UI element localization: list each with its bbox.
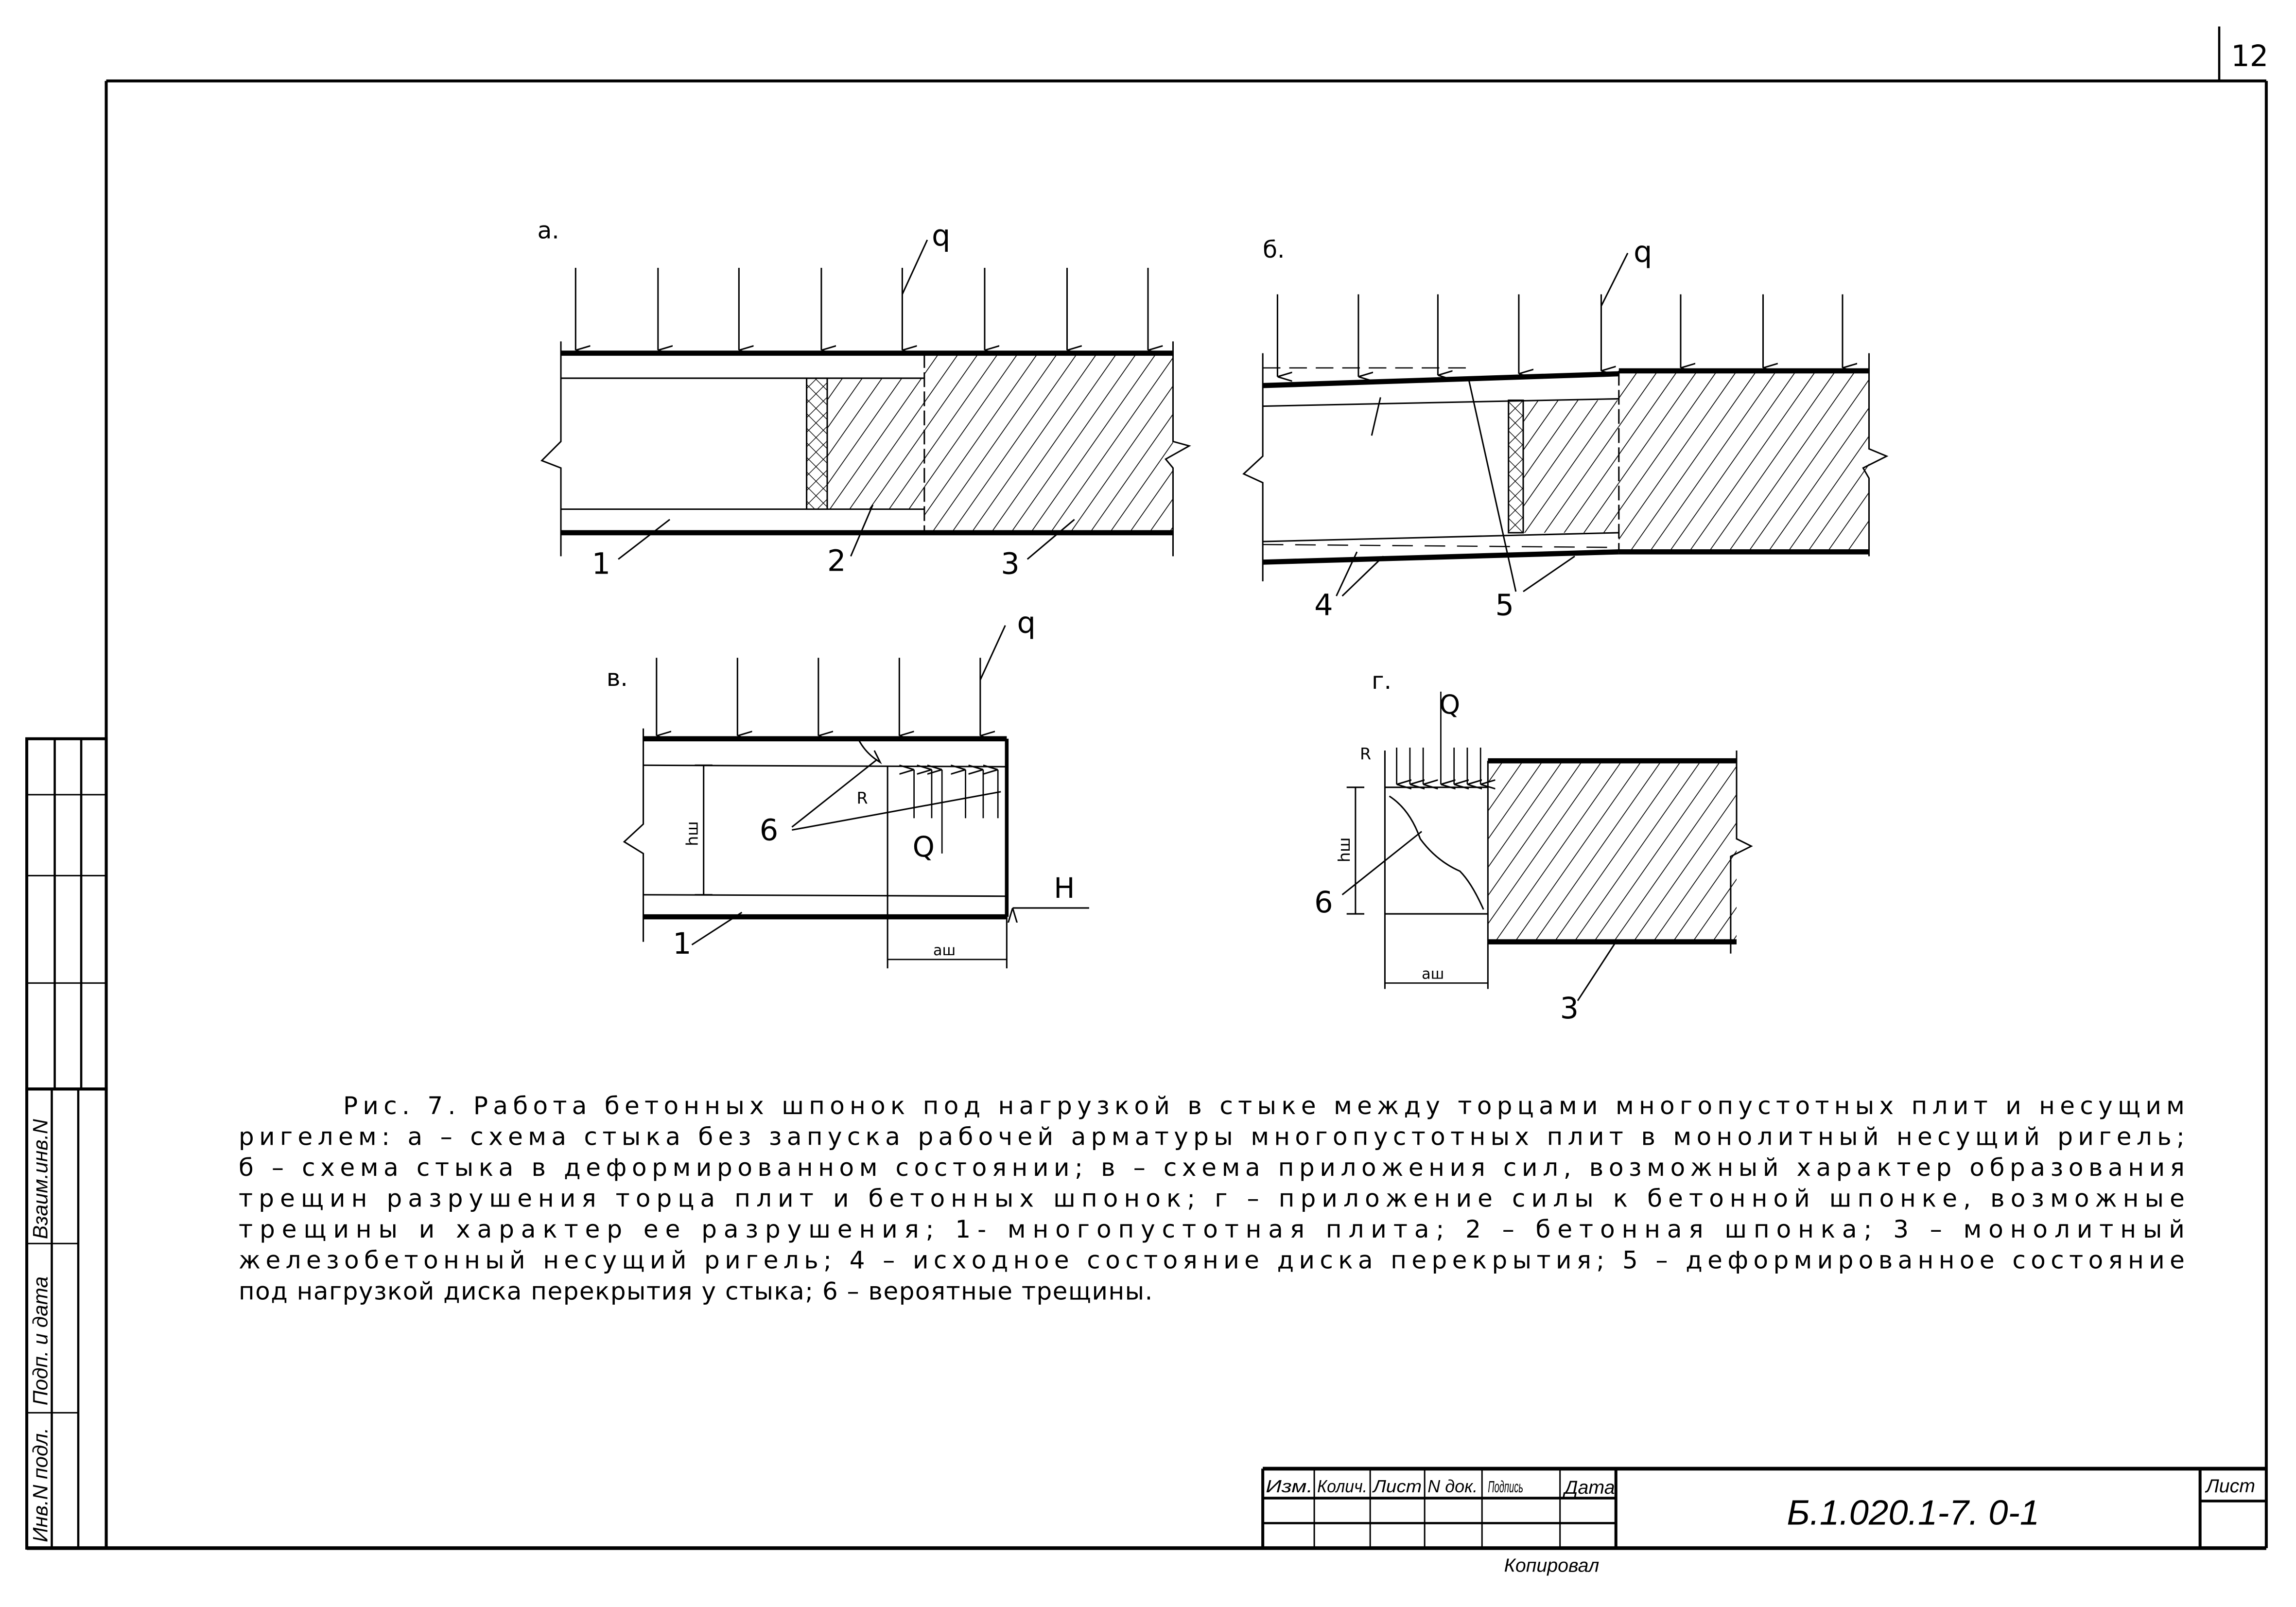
tb-header-izm: Изм. — [1266, 1476, 1313, 1496]
force-h: H — [1054, 872, 1075, 905]
side-stamp — [25, 737, 108, 1550]
caption-line: Рис. 7. Работа бетонных шпонок под нагру… — [343, 1092, 2185, 1120]
tb-header-data: Дата — [1563, 1477, 1615, 1498]
panel-v — [623, 625, 1089, 969]
callout-1a: 1 — [592, 547, 611, 581]
caption-line: трещины и характер ее разрушения; 1- мно… — [239, 1215, 2185, 1243]
stamp-inv-podl: Инв.N подл. — [29, 1428, 52, 1542]
dim-h-v: hш — [683, 821, 702, 846]
panel-a — [540, 239, 1191, 560]
callout-3g: 3 — [1560, 992, 1579, 1026]
callout-4: 4 — [1314, 588, 1333, 622]
caption-line: железобетонный несущий ригель; 4 – исход… — [239, 1246, 2185, 1275]
stamp-vzam-inv: Взаим.инв.N — [29, 1119, 52, 1239]
page-number: 12 — [2231, 39, 2268, 73]
tb-header-list: Лист — [1372, 1476, 1422, 1496]
reaction-r-g: R — [1360, 744, 1371, 763]
callout-2: 2 — [827, 544, 846, 578]
reaction-r-v: R — [857, 788, 868, 807]
callout-5: 5 — [1495, 588, 1514, 622]
dim-a-v: aш — [933, 942, 956, 959]
callout-6g: 6 — [1314, 886, 1333, 920]
tb-sheet-label: Лист — [2205, 1475, 2255, 1497]
dim-a-g: aш — [1422, 965, 1444, 982]
force-q-g: Q — [1439, 689, 1460, 720]
load-label-a: q — [932, 219, 950, 253]
callout-1v: 1 — [673, 927, 692, 961]
panel-label-a: а. — [538, 217, 559, 244]
sheet-frame — [27, 26, 2268, 1550]
title-block — [1261, 1467, 2266, 1548]
caption-line: ригелем: а – схема стыка без запуска раб… — [239, 1122, 2185, 1151]
panel-b — [1242, 253, 1889, 597]
force-q-v: Q — [913, 831, 935, 863]
panel-label-v: в. — [607, 664, 628, 692]
panel-label-g: г. — [1372, 667, 1392, 695]
tb-header-podp: Подпись — [1488, 1478, 1523, 1496]
tb-header-ndok: N док. — [1427, 1476, 1478, 1496]
panel-label-b: б. — [1263, 236, 1285, 263]
caption-line: б – схема стыка в деформированном состоя… — [239, 1153, 2185, 1182]
tb-kopiroval: Копировал — [1504, 1555, 1600, 1576]
caption-line: под нагрузкой диска перекрытия у стыка; … — [239, 1277, 1153, 1305]
callout-3a: 3 — [1001, 547, 1020, 581]
caption-line: трещин разрушения торца плит и бетонных … — [239, 1185, 2185, 1213]
stamp-podp-data: Подп. и дата — [29, 1276, 52, 1405]
figure-caption: Рис. 7. Работа бетонных шпонок под нагру… — [239, 1092, 2185, 1305]
load-label-v: q — [1017, 606, 1036, 640]
tb-designation: Б.1.020.1-7. 0-1 — [1787, 1493, 2039, 1532]
dim-h-g: hш — [1335, 838, 1354, 863]
tb-header-kol: Колич. — [1317, 1476, 1367, 1496]
callout-6v: 6 — [760, 814, 779, 848]
load-label-b: q — [1634, 235, 1652, 269]
panel-g — [1341, 691, 1753, 1001]
